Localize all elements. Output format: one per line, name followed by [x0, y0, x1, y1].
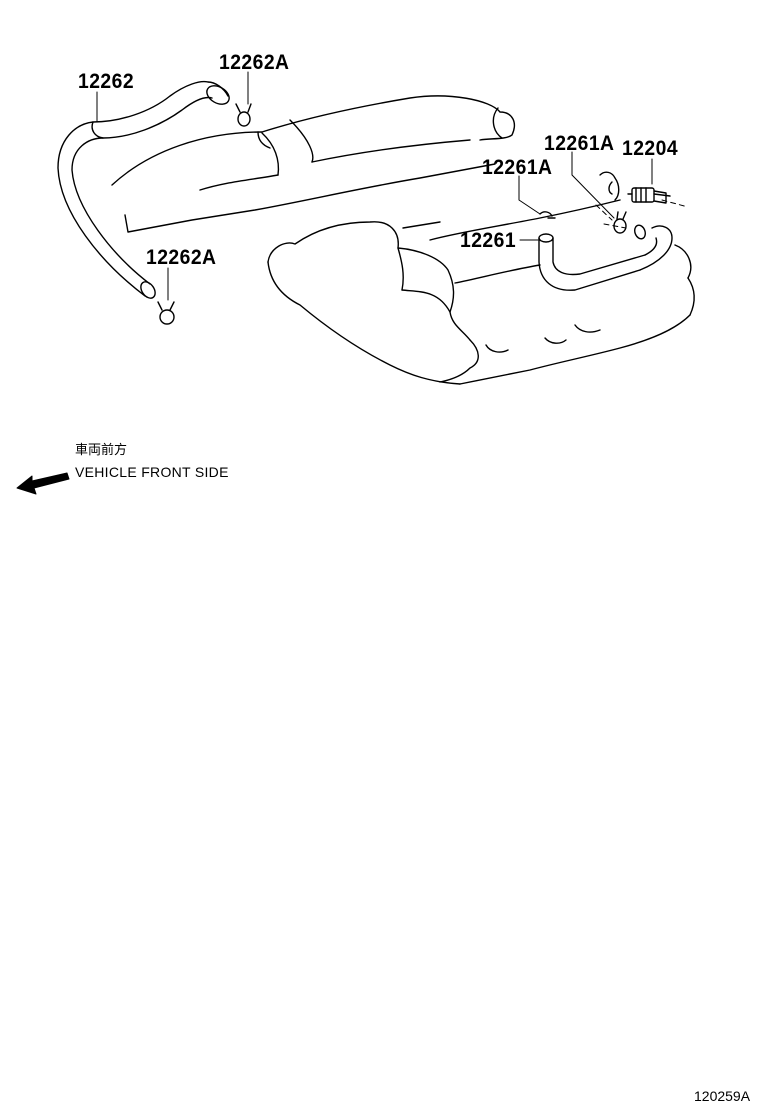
callout-12262: 12262 — [78, 70, 135, 93]
hose-clip-12261a-upper — [613, 211, 627, 234]
arrow-left-icon — [16, 472, 70, 495]
callout-12261a-lower: 12261A — [482, 156, 553, 179]
figure-number: 120259A — [694, 1088, 751, 1104]
callout-12262a-bottom: 12262A — [146, 246, 217, 269]
pcv-hose-12261 — [538, 224, 673, 291]
callout-12261a-upper: 12261A — [544, 132, 615, 155]
callout-12204: 12204 — [622, 137, 679, 160]
hose-clip-12261a-lower — [539, 211, 556, 219]
pcv-valve-12204 — [627, 187, 671, 204]
vehicle-front-label: VEHICLE FRONT SIDE — [75, 464, 229, 480]
hose-clip-12262a-top — [235, 103, 252, 127]
leader-lines — [96, 71, 653, 301]
assembly-lines — [595, 199, 689, 229]
hose-clip-12262a-bottom — [157, 301, 175, 325]
cam-cover-rear — [111, 95, 516, 233]
callout-12261: 12261 — [460, 229, 517, 252]
callout-12262a-top: 12262A — [219, 51, 290, 74]
breather-hose-12262 — [57, 80, 230, 299]
vehicle-front-label-japanese: 車両前方 — [75, 443, 128, 458]
cam-cover-front — [267, 171, 695, 385]
